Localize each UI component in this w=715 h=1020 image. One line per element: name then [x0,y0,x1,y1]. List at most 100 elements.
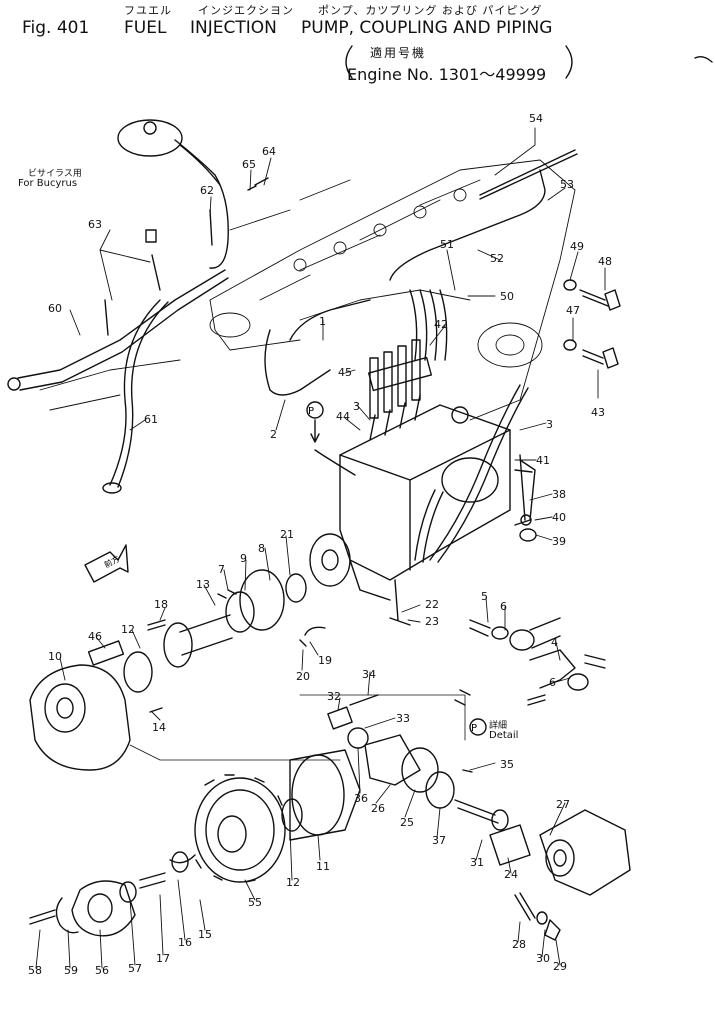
callout-13: 13 [196,578,210,591]
callout-12a: 12 [121,623,135,636]
callout-23: 23 [425,615,439,628]
title-en-1: FUEL [124,18,167,38]
callout-24: 24 [504,868,518,881]
title-en-3: PUMP, COUPLING AND PIPING [301,18,553,38]
callout-48: 48 [598,255,612,268]
callout-55: 55 [248,896,262,909]
paren-right [565,45,573,79]
bucyrus-fuel-line [7,119,269,494]
engine-range: Engine No. 1301～49999 [347,65,547,84]
front-arrow-label: 前方 [102,553,121,569]
engine-block-outline [39,159,576,421]
callout-62: 62 [200,184,214,197]
title-jp-3: ポンプ、カツプリング および パイピング [318,4,543,17]
gear-train [29,694,631,941]
detail-en: Detail [489,730,519,741]
callout-20: 20 [296,670,310,683]
callout-33: 33 [396,712,410,725]
callout-54: 54 [529,112,543,125]
callout-63: 63 [88,218,102,231]
callout-50: 50 [500,290,514,303]
callout-31: 31 [470,856,484,869]
callout-58: 58 [28,964,42,977]
callout-19: 19 [318,654,332,667]
callout-21: 21 [280,528,294,541]
callout-2: 2 [270,428,277,441]
callout-5: 5 [481,590,488,603]
fig-label: Fig. 401 [22,18,90,38]
callout-26: 26 [371,802,385,815]
front-arrow [84,544,129,583]
callout-47: 47 [566,304,580,317]
callout-36: 36 [354,792,368,805]
callout-18: 18 [154,598,168,611]
callout-28: 28 [512,938,526,951]
callout-34: 34 [362,668,376,681]
title-jp-2: インジエクシヨン [198,4,294,17]
callout-44: 44 [336,410,350,423]
corner-mark [694,55,713,63]
callout-8: 8 [258,542,265,555]
paren-left [345,45,353,79]
title-en-2: INJECTION [190,18,277,38]
callout-6b: 6 [549,676,556,689]
p-marker-main-label: P [308,406,314,417]
callout-11: 11 [316,860,330,873]
applicable-jp: 適用号機 [370,46,427,60]
callout-30: 30 [536,952,550,965]
callout-43: 43 [591,406,605,419]
callout-4: 4 [551,636,558,649]
callout-40: 40 [552,511,566,524]
callout-25: 25 [400,816,414,829]
callout-10: 10 [48,650,62,663]
callout-7: 7 [218,563,225,576]
fuel-pipes [264,149,578,563]
callout-46: 46 [88,630,102,643]
callout-41: 41 [536,454,550,467]
callout-42: 42 [434,318,448,331]
callout-32: 32 [327,690,341,703]
callout-16: 16 [178,936,192,949]
callout-3a: 3 [353,400,360,413]
callout-6a: 6 [500,600,507,613]
callout-60: 60 [48,302,62,315]
callout-39: 39 [552,535,566,548]
p-markers [129,401,487,761]
callout-22: 22 [425,598,439,611]
detail-jp: 詳細 [489,721,508,731]
leader-lines [35,127,606,969]
callout-49: 49 [570,240,584,253]
callout-61: 61 [144,413,158,426]
callout-labels: 5453494852515047424364656263606114544332… [28,112,612,977]
callout-57: 57 [128,962,142,975]
p-marker-detail-label: P [471,723,477,734]
callout-52: 52 [490,252,504,265]
callout-64: 64 [262,145,276,158]
callout-56: 56 [95,964,109,977]
callout-37: 37 [432,834,446,847]
callout-35: 35 [500,758,514,771]
callout-59: 59 [64,964,78,977]
callout-45: 45 [338,366,352,379]
callout-1: 1 [319,315,326,328]
detail-parts [454,279,621,706]
callout-27: 27 [556,798,570,811]
callout-14: 14 [152,721,166,734]
callout-53: 53 [560,178,574,191]
callout-15: 15 [198,928,212,941]
callout-12b: 12 [286,876,300,889]
callout-65: 65 [242,158,256,171]
callout-51: 51 [440,238,454,251]
callout-38: 38 [552,488,566,501]
title-jp-1: フユエル [124,4,172,17]
callout-3b: 3 [546,418,553,431]
callout-9: 9 [240,552,247,565]
callout-29: 29 [553,960,567,973]
coupling-assembly [29,533,351,771]
bucyrus-en: For Bucyrus [18,178,78,189]
callout-17: 17 [156,952,170,965]
bucyrus-jp: ビサイラス用 [28,169,82,179]
injection-pump [339,339,536,626]
